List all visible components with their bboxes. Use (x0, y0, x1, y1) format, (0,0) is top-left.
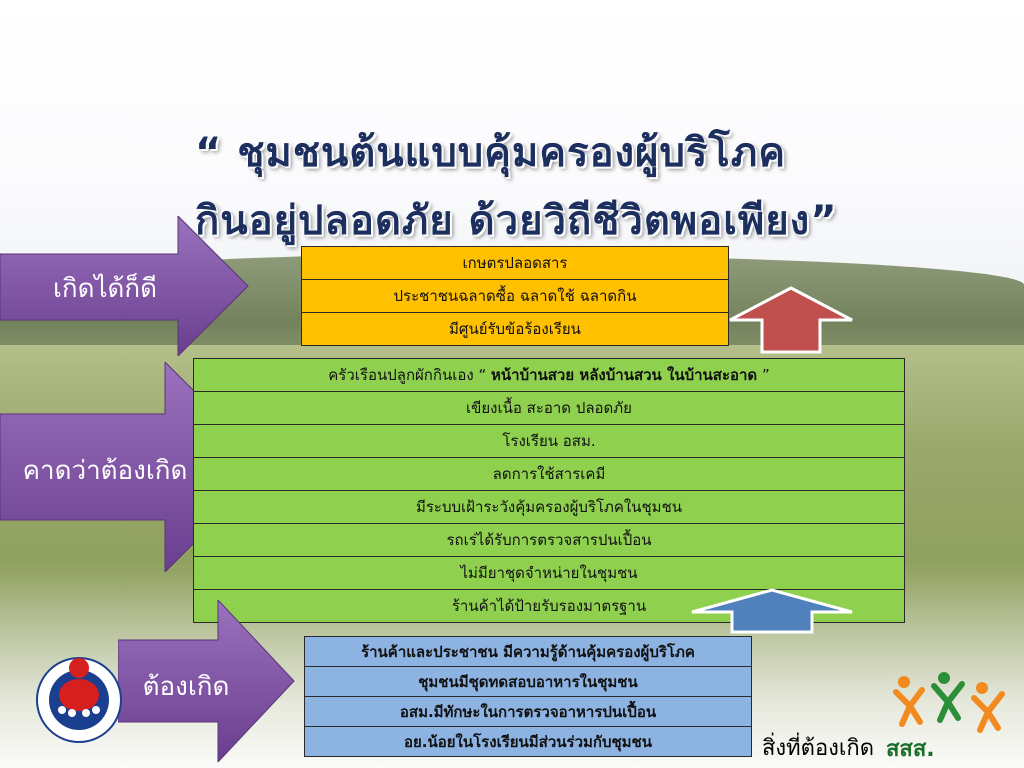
table-row: ชุมชนมีชุดทดสอบอาหารในชุมชน (304, 666, 752, 697)
green-row-1-suffix: ” (757, 366, 770, 384)
table-row: รถเร่ได้รับการตรวจสารปนเปื้อน (193, 523, 905, 557)
thaihealth-logo-text: สสส. (886, 737, 935, 762)
table-row: เกษตรปลอดสาร (301, 246, 729, 280)
arrow-must-shape (118, 600, 295, 762)
title-line-1: “ ชุมชนต้นแบบคุ้มครองผู้บริโภค (195, 130, 786, 176)
blue-row-2: ชุมชนมีชุดทดสอบอาหารในชุมชน (304, 666, 752, 697)
green-row-4: ลดการใช้สารเคมี (193, 457, 905, 491)
thaihealth-logo-icon: สสส. (886, 672, 1005, 762)
green-box: ครัวเรือนปลูกผักกินเอง “ หน้าบ้านสวย หลั… (193, 358, 905, 623)
green-row-5: มีระบบเฝ้าระวังคุ้มครองผู้บริโภคในชุมชน (193, 490, 905, 524)
arrow-must-label: ต้องเกิด (142, 671, 230, 701)
yellow-row-1: เกษตรปลอดสาร (301, 246, 729, 280)
table-row: มีศูนย์รับข้อร้องเรียน (301, 312, 729, 346)
arrow-expected-label: คาดว่าต้องเกิด (22, 455, 188, 485)
table-row: ลดการใช้สารเคมี (193, 457, 905, 491)
table-row: ร้านค้าและประชาชน มีความรู้ด้านคุ้มครองผ… (304, 636, 752, 667)
blue-row-4: อย.น้อยในโรงเรียนมีส่วนร่วมกับชุมชน (304, 726, 752, 757)
table-row: เขียงเนื้อ สะอาด ปลอดภัย (193, 391, 905, 425)
green-row-7: ไม่มียาชุดจำหน่ายในชุมชน (193, 556, 905, 590)
yellow-row-3: มีศูนย์รับข้อร้องเรียน (301, 312, 729, 346)
blue-row-1: ร้านค้าและประชาชน มีความรู้ด้านคุ้มครองผ… (304, 636, 752, 667)
bottom-label: สิ่งที่ต้องเกิด (762, 735, 875, 760)
yellow-row-2: ประชาชนฉลาดซื้อ ฉลาดใช้ ฉลาดกิน (301, 279, 729, 313)
yellow-box: เกษตรปลอดสาร ประชาชนฉลาดซื้อ ฉลาดใช้ ฉลา… (301, 246, 729, 346)
table-row: อสม.มีทักษะในการตรวจอาหารปนเปื้อน (304, 696, 752, 727)
table-row: โรงเรียน อสม. (193, 424, 905, 458)
green-row-3: โรงเรียน อสม. (193, 424, 905, 458)
arrow-happened-label: เกิดได้ก็ดี (52, 273, 158, 303)
green-row-1-prefix: ครัวเรือนปลูกผักกินเอง “ (328, 366, 491, 384)
blue-up-arrow-icon (691, 588, 853, 634)
table-row: มีระบบเฝ้าระวังคุ้มครองผู้บริโภคในชุมชน (193, 490, 905, 524)
green-row-2: เขียงเนื้อ สะอาด ปลอดภัย (193, 391, 905, 425)
table-row: ประชาชนฉลาดซื้อ ฉลาดใช้ ฉลาดกิน (301, 279, 729, 313)
primary-health-care-logo-icon (36, 657, 122, 743)
arrow-must: ต้องเกิด (118, 600, 296, 762)
red-up-arrow-icon (729, 286, 853, 354)
green-row-6: รถเร่ได้รับการตรวจสารปนเปื้อน (193, 523, 905, 557)
green-row-1-bold: หน้าบ้านสวย หลังบ้านสวน ในบ้านสะอาด (491, 366, 758, 384)
table-row: อย.น้อยในโรงเรียนมีส่วนร่วมกับชุมชน (304, 726, 752, 757)
arrow-happened: เกิดได้ก็ดี (0, 216, 250, 356)
blue-box: ร้านค้าและประชาชน มีความรู้ด้านคุ้มครองผ… (304, 636, 752, 757)
title-line-2: กินอยู่ปลอดภัย ด้วยวิถีชีวิตพอเพียง” (195, 198, 838, 244)
blue-row-3: อสม.มีทักษะในการตรวจอาหารปนเปื้อน (304, 696, 752, 727)
table-row: ไม่มียาชุดจำหน่ายในชุมชน (193, 556, 905, 590)
table-row: ครัวเรือนปลูกผักกินเอง “ หน้าบ้านสวย หลั… (193, 358, 905, 392)
green-row-1: ครัวเรือนปลูกผักกินเอง “ หน้าบ้านสวย หลั… (193, 358, 905, 392)
arrow-happened-shape (0, 216, 249, 356)
